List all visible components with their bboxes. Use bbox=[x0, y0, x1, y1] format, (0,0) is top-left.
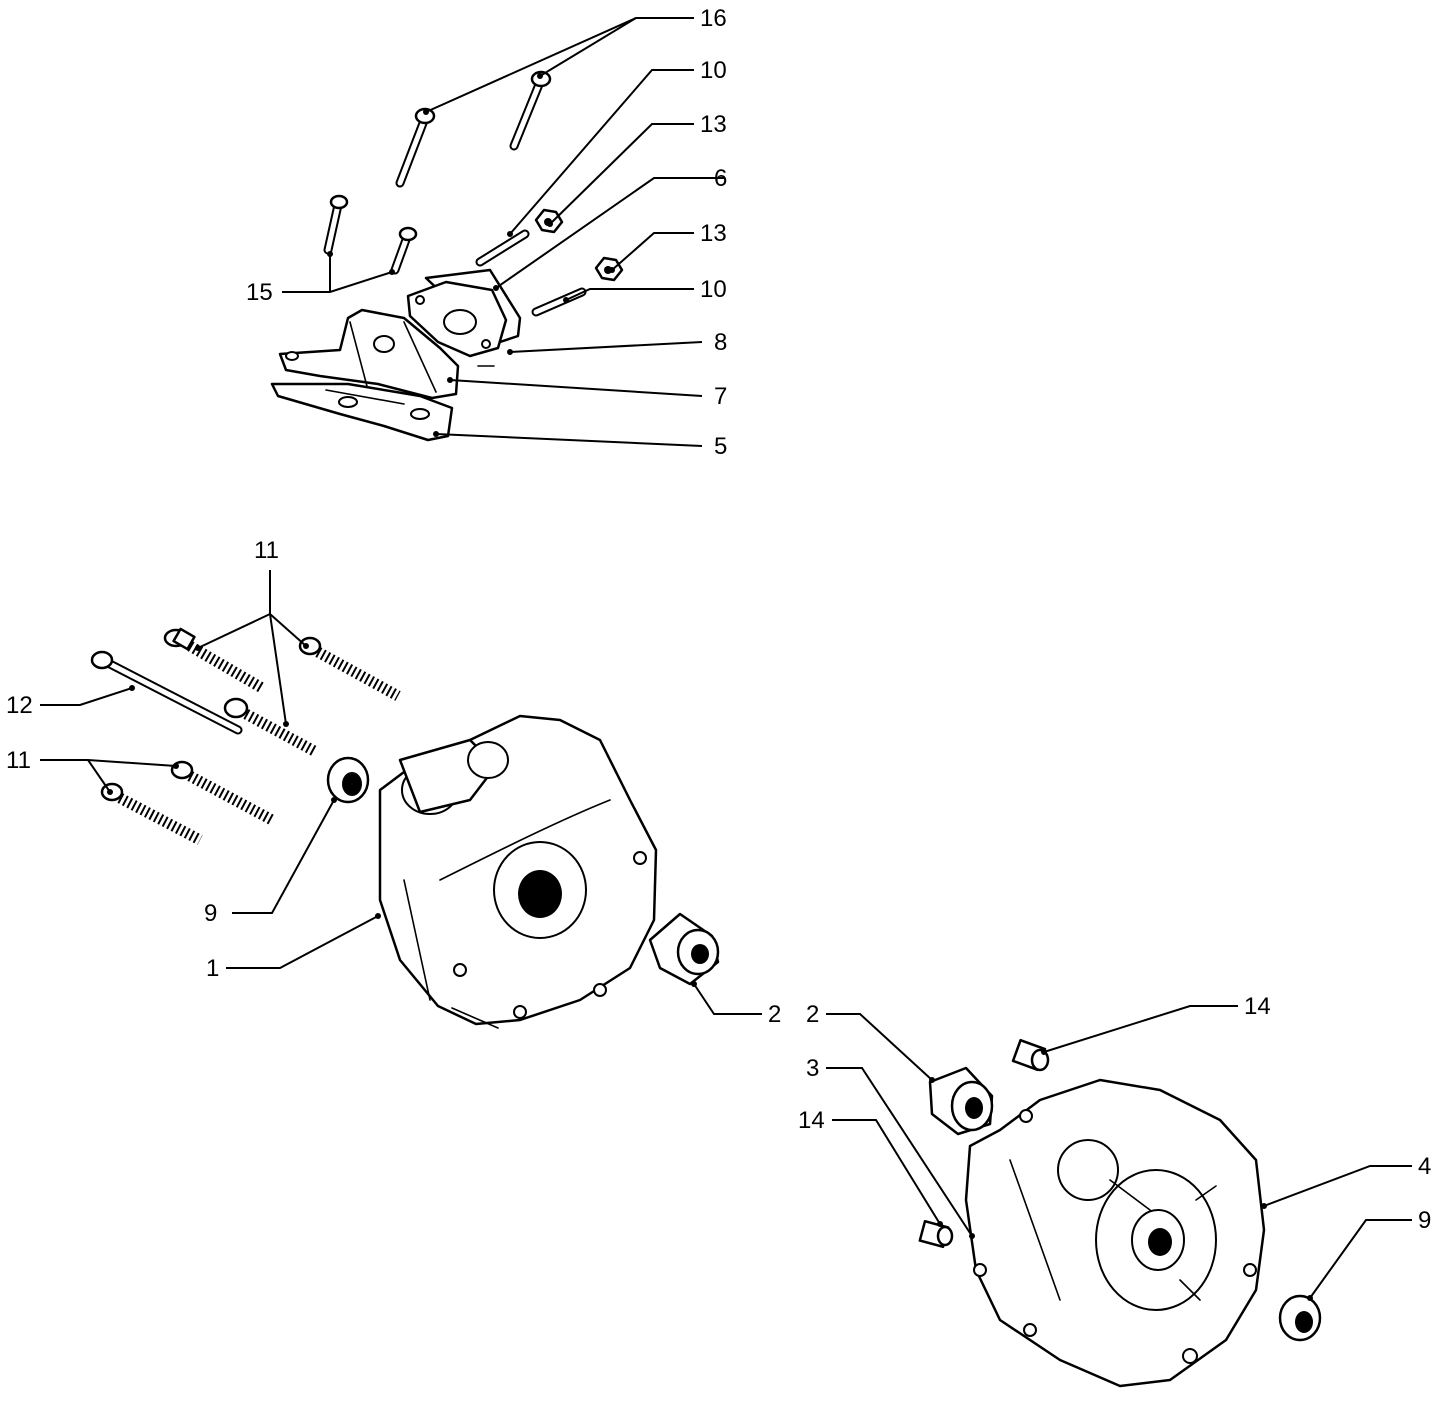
long-bolt-16b bbox=[509, 70, 552, 151]
bolt-11d bbox=[170, 760, 275, 825]
short-bolt-15a bbox=[323, 194, 349, 255]
callout-10-upper: 10 bbox=[700, 57, 727, 84]
callout-9-left: 9 bbox=[204, 900, 217, 927]
bearing-2a bbox=[648, 912, 720, 986]
dowel-14b bbox=[918, 1219, 954, 1249]
callout-7: 7 bbox=[714, 383, 727, 410]
callout-1: 1 bbox=[206, 955, 219, 982]
dowel-14a bbox=[1011, 1038, 1050, 1072]
seal-9b bbox=[1278, 1294, 1322, 1342]
manifold-7 bbox=[278, 308, 460, 400]
callout-2-right: 2 bbox=[806, 1001, 819, 1028]
callout-12: 12 bbox=[6, 692, 33, 719]
short-bolt-15b bbox=[390, 226, 418, 275]
callout-6: 6 bbox=[714, 165, 727, 192]
flange-6 bbox=[406, 268, 522, 358]
callout-8: 8 bbox=[714, 329, 727, 356]
gasket-5 bbox=[270, 382, 454, 442]
crankcase-half-4 bbox=[964, 1078, 1266, 1388]
bolt-11b bbox=[298, 636, 401, 701]
bolt-11e bbox=[100, 782, 203, 845]
right-crankcase-assembly bbox=[918, 1038, 1322, 1388]
callout-14-lower: 14 bbox=[798, 1107, 825, 1134]
callout-11-top: 11 bbox=[254, 537, 279, 564]
crankcase-half-1 bbox=[378, 714, 658, 1029]
callout-13-lower: 13 bbox=[700, 220, 727, 247]
long-bolt-16a bbox=[395, 107, 436, 188]
long-bolt-12 bbox=[90, 650, 243, 735]
callout-14-upper: 14 bbox=[1244, 993, 1271, 1020]
stud-10a bbox=[475, 229, 530, 267]
callout-13-upper: 13 bbox=[700, 111, 727, 138]
intake-assembly bbox=[270, 70, 624, 442]
callout-labels: 16 10 13 6 13 15 10 8 7 5 11 12 11 9 1 2… bbox=[6, 5, 1431, 1234]
callout-4: 4 bbox=[1418, 1153, 1431, 1180]
callout-5: 5 bbox=[714, 433, 727, 460]
left-crankcase-assembly bbox=[90, 627, 720, 1029]
callout-3: 3 bbox=[806, 1055, 819, 1082]
seal-9a bbox=[326, 756, 370, 804]
callout-16: 16 bbox=[700, 5, 727, 32]
nut-13b bbox=[594, 256, 624, 282]
bolt-11a bbox=[163, 627, 265, 693]
callout-9-right: 9 bbox=[1418, 1207, 1431, 1234]
callout-15: 15 bbox=[246, 279, 273, 306]
callout-2-upper: 2 bbox=[768, 1001, 781, 1028]
nut-13a bbox=[534, 208, 564, 234]
callout-11-lower: 11 bbox=[6, 747, 31, 774]
bolt-11c bbox=[223, 697, 319, 757]
leader-lines bbox=[40, 17, 1412, 1301]
callout-10-lower: 10 bbox=[700, 276, 727, 303]
bearing-2b bbox=[928, 1066, 994, 1136]
